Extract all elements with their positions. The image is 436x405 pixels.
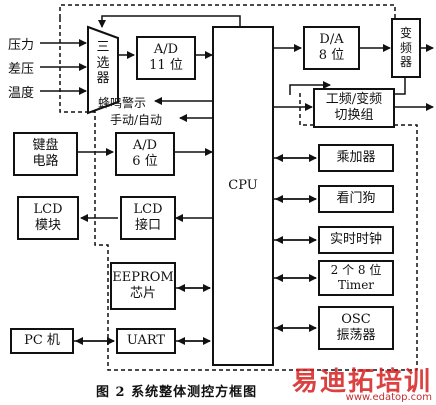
- input-temperature: 温度: [8, 86, 35, 101]
- watermark-url: www.edatop.com: [345, 392, 432, 403]
- manual-auto-label: 手动/自动: [110, 113, 163, 127]
- eeprom-block: EEPROM 芯片: [110, 262, 176, 310]
- input-diff-pressure: 差压: [8, 62, 35, 77]
- input-pressure: 压力: [8, 38, 35, 53]
- figure-caption: 图 2 系统整体测控方框图: [96, 385, 258, 400]
- watchdog-block: 看门狗: [318, 185, 394, 213]
- lcd-interface-block: LCD 接口: [120, 196, 176, 240]
- buzzer-alarm-label: 蜂鸣警示: [98, 96, 147, 110]
- multiply-accumulate-block: 乘加器: [318, 144, 394, 172]
- switch-group-block: 工频/变频 切换组: [313, 88, 395, 128]
- watermark: 易迪拓培训 www.edatop.com: [292, 361, 432, 403]
- timer-block: 2 个 8 位 Timer: [318, 260, 394, 296]
- ad-6bit-block: A/D 6 位: [115, 132, 175, 176]
- inverter-block: 变 频 器: [391, 18, 421, 78]
- realtime-clock-block: 实时时钟: [318, 226, 394, 254]
- pc-block: PC 机: [10, 328, 74, 354]
- da-8bit-block: D/A 8 位: [303, 26, 360, 70]
- selector-label: 三 选 器: [96, 40, 110, 87]
- cpu-block: CPU: [212, 26, 274, 366]
- uart-block: UART: [116, 328, 176, 354]
- oscillator-block: OSC 振荡器: [318, 306, 394, 350]
- selector-shape: [87, 25, 119, 115]
- ad-11bit-block: A/D 11 位: [136, 36, 196, 80]
- lcd-module-block: LCD 模块: [17, 196, 79, 240]
- keyboard-circuit-block: 键盘 电路: [13, 132, 78, 176]
- watermark-brand: 易迪拓培训: [291, 367, 432, 397]
- mcu-boundary: [59, 18, 418, 371]
